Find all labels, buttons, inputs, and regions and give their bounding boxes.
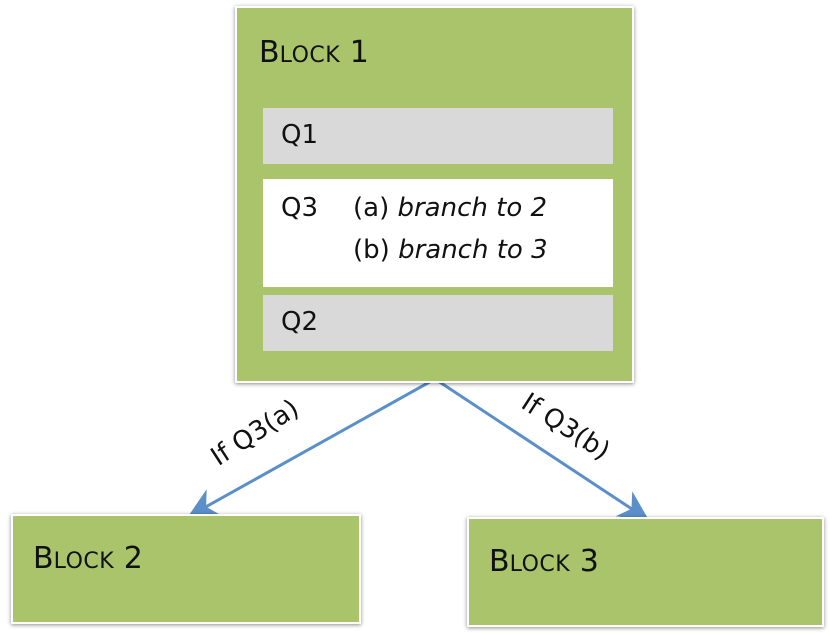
block-3-title: BLOCK 3 [489, 547, 599, 577]
block-1-title-number: 1 [349, 35, 369, 70]
option-b-branch-text: branch to 3 [398, 235, 548, 265]
option-a-branch-text: branch to 2 [397, 193, 548, 223]
question-q2-label: Q2 [281, 307, 319, 337]
block-3-title-number: 3 [579, 544, 599, 579]
question-q2: Q2 [263, 295, 613, 351]
block-1: BLOCK 1 Q1 Q3 (a) branch to 2 (b) branch… [235, 6, 634, 383]
question-q1-label: Q1 [281, 120, 319, 150]
question-q3-option-a: (a) branch to 2 [353, 193, 547, 223]
block-1-title-initial: B [259, 35, 280, 70]
block-3-title-initial: B [489, 544, 510, 579]
question-q1: Q1 [263, 108, 613, 164]
question-q3: Q3 (a) branch to 2 (b) branch to 3 [263, 179, 613, 287]
block-1-title-smallcaps: LOCK [279, 43, 341, 68]
option-b-prefix: (b) [353, 235, 399, 265]
block-2-title: BLOCK 2 [33, 544, 143, 574]
block-2-title-smallcaps: LOCK [53, 549, 115, 574]
block-2-title-initial: B [33, 541, 54, 576]
block-1-title: BLOCK 1 [259, 38, 369, 68]
block-2: BLOCK 2 [11, 514, 361, 624]
block-3-title-smallcaps: LOCK [509, 552, 571, 577]
question-q3-label: Q3 [281, 193, 319, 223]
block-2-title-number: 2 [123, 541, 143, 576]
option-a-prefix: (a) [353, 193, 398, 223]
edge-label-to-block-3: If Q3(b) [515, 387, 616, 467]
edge-label-to-block-2: If Q3(a) [205, 393, 305, 473]
block-3: BLOCK 3 [467, 517, 824, 627]
question-q3-option-b: (b) branch to 3 [353, 235, 548, 265]
